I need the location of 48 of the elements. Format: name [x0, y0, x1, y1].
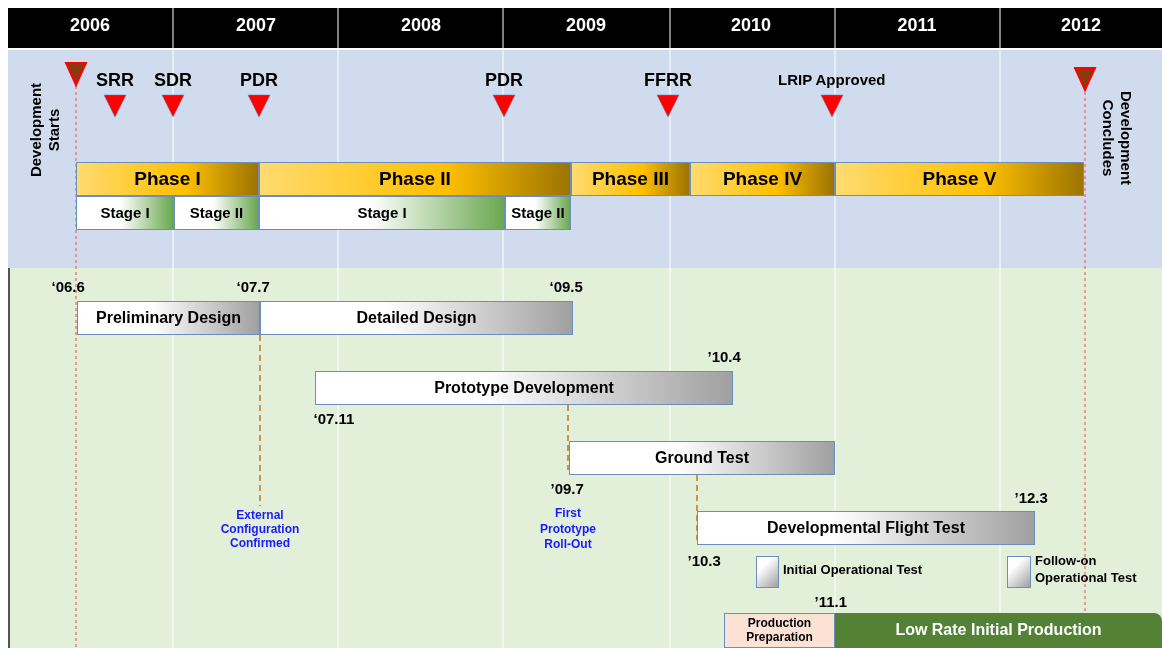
milestone-label: PDR: [485, 70, 523, 91]
test-label: Follow-on Operational Test: [1035, 553, 1138, 587]
production-bar: Low Rate Initial Production: [835, 613, 1162, 648]
connector-line: [567, 404, 569, 471]
phase-bar: Phase I: [76, 162, 259, 196]
year-label: 2012: [1061, 15, 1102, 36]
date-label: ’12.3: [1014, 489, 1048, 506]
connector-line: [259, 334, 261, 507]
year-label: 2007: [236, 15, 277, 36]
date-label: ’09.7: [550, 480, 584, 497]
date-label: ’11.1: [814, 593, 848, 610]
date-label: ‘06.6: [51, 278, 85, 295]
year-label: 2011: [897, 15, 937, 36]
date-label: ‘07.7: [236, 278, 270, 295]
year-label: 2008: [401, 15, 442, 36]
milestone-label: SDR: [154, 70, 192, 91]
milestone-label: Development Concludes: [1099, 89, 1135, 188]
task-bar: Production Preparation: [724, 613, 835, 648]
phase-bar: Phase II: [259, 162, 571, 196]
stage-bar: Stage I: [259, 196, 505, 230]
milestone-label: SRR: [96, 70, 134, 91]
task-bar: Prototype Development: [315, 371, 733, 405]
date-label: ’10.4: [707, 348, 741, 365]
task-bar: Developmental Flight Test: [697, 511, 1035, 545]
year-label: 2009: [566, 15, 607, 36]
test-label: Initial Operational Test: [783, 562, 924, 579]
milestone-label: LRIP Approved: [778, 71, 886, 88]
milestone-label: PDR: [240, 70, 278, 91]
phase-bar: Phase IV: [690, 162, 835, 196]
annotation-text: First Prototype Roll-Out: [539, 506, 597, 553]
year-label: 2006: [70, 15, 111, 36]
test-marker: [1007, 556, 1031, 588]
year-label: 2010: [731, 15, 772, 36]
task-bar: Ground Test: [569, 441, 835, 475]
task-bar: Preliminary Design: [77, 301, 260, 335]
stage-bar: Stage II: [174, 196, 259, 230]
annotation-text: External Configuration Confirmed: [200, 506, 320, 554]
milestone-label: FFRR: [644, 70, 692, 91]
phase-bar: Phase III: [571, 162, 690, 196]
date-label: ‘07.11: [313, 410, 355, 427]
stage-bar: Stage I: [76, 196, 174, 230]
phase-bar: Phase V: [835, 162, 1084, 196]
test-marker: [756, 556, 779, 588]
date-label: ’10.3: [687, 552, 721, 569]
milestone-label: Development Starts: [27, 81, 63, 180]
stage-bar: Stage II: [505, 196, 571, 230]
task-bar: Detailed Design: [260, 301, 573, 335]
date-label: ‘09.5: [549, 278, 583, 295]
